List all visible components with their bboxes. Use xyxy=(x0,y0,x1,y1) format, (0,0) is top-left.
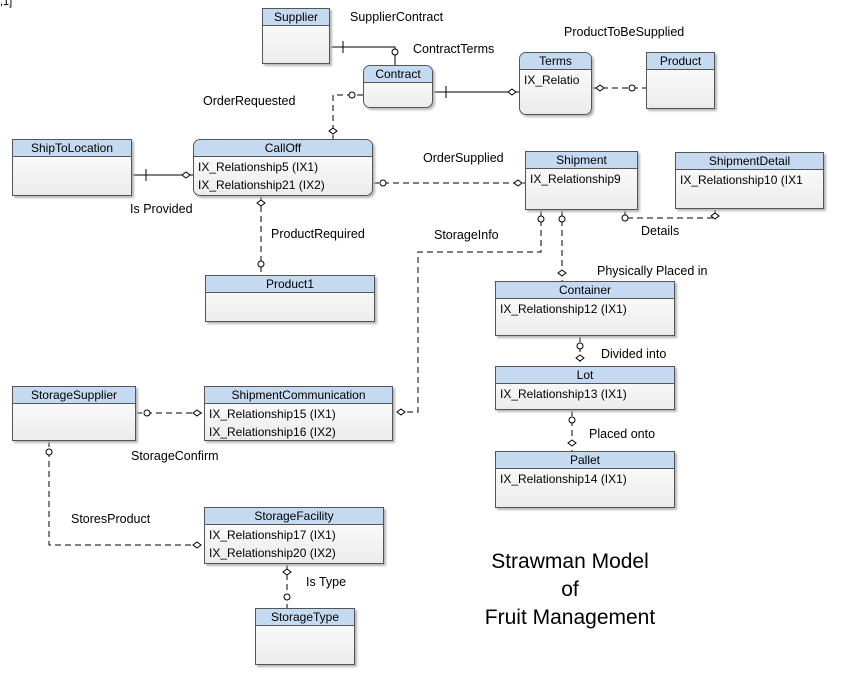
entity-pallet[interactable]: Pallet IX_Relationship14 (IX1) xyxy=(495,451,675,508)
entity-lot-name: Lot xyxy=(496,367,674,384)
entity-shipmentcommunication-index-2: IX_Relationship16 (IX2) xyxy=(209,425,336,439)
dot-container-lot xyxy=(576,342,584,350)
corner-fragment-text: ,1] xyxy=(0,0,13,8)
entity-shipment[interactable]: Shipment IX_Relationship9 xyxy=(525,151,638,210)
dot-terms-product xyxy=(628,84,636,92)
dot-calloff-shipment xyxy=(379,179,387,187)
entity-shipmentdetail-name: ShipmentDetail xyxy=(676,153,823,170)
diamond-storagesupplier-shipmentcommunication xyxy=(192,409,202,417)
diamond-lot-pallet xyxy=(567,439,577,447)
dot-storagesupplier-shipmentcommunication xyxy=(143,409,151,417)
dot-storagesupplier-storagefacility xyxy=(45,448,53,456)
entity-terms[interactable]: Terms IX_Relatio xyxy=(519,52,592,115)
entity-shipment-name: Shipment xyxy=(526,152,637,169)
dot-shipment-shipmentdetail xyxy=(621,214,629,222)
entity-storagetype-name: StorageType xyxy=(256,609,354,626)
entity-storagesupplier-name: StorageSupplier xyxy=(13,387,135,404)
dot-supplier-contract xyxy=(391,48,399,56)
entity-contract-name: Contract xyxy=(364,66,432,83)
dot-contract-calloff xyxy=(348,91,356,99)
rel-label-storage-confirm: StorageConfirm xyxy=(131,449,219,463)
entity-shipmentcommunication-index-1: IX_Relationship15 (IX1) xyxy=(209,407,336,421)
entity-pallet-name: Pallet xyxy=(496,452,674,469)
diamond-calloff-product1 xyxy=(256,199,266,207)
rel-label-order-supplied: OrderSupplied xyxy=(423,151,504,165)
entity-lot[interactable]: Lot IX_Relationship13 (IX1) xyxy=(495,366,675,410)
diagram-title-line-3: Fruit Management xyxy=(484,606,656,629)
entity-container-name: Container xyxy=(496,282,674,299)
diamond-contract-calloff xyxy=(328,127,338,135)
entity-container[interactable]: Container IX_Relationship12 (IX1) xyxy=(495,281,675,336)
diamond-shipment-shipmentcommunication xyxy=(396,408,406,416)
diamond-storagesupplier-storagefacility xyxy=(192,541,202,549)
entity-calloff[interactable]: CallOff IX_Relationship5 (IX1) IX_Relati… xyxy=(193,139,373,196)
entity-storagesupplier[interactable]: StorageSupplier xyxy=(12,386,136,441)
diamond-container-lot xyxy=(575,354,585,362)
entity-supplier[interactable]: Supplier xyxy=(262,8,330,64)
line-contract-calloff xyxy=(332,94,363,139)
entity-contract[interactable]: Contract xyxy=(363,65,433,108)
rel-label-product-required: ProductRequired xyxy=(271,227,365,241)
entity-container-index-1: IX_Relationship12 (IX1) xyxy=(500,302,627,316)
diagram-title-line-2: of xyxy=(561,578,579,601)
diamond-shiptolocation-calloff xyxy=(181,171,191,179)
line-supplier-contract xyxy=(330,46,396,65)
dot-shipment-container xyxy=(558,215,566,223)
rel-label-order-requested: OrderRequested xyxy=(203,94,296,108)
entity-storagetype[interactable]: StorageType xyxy=(255,608,355,665)
entity-calloff-index-2: IX_Relationship21 (IX2) xyxy=(198,178,325,192)
dot-calloff-product1 xyxy=(257,260,265,268)
entity-product1[interactable]: Product1 xyxy=(205,275,375,322)
diagram-title: Strawman Model of Fruit Management xyxy=(440,548,700,632)
diamond-shipment-container xyxy=(557,269,567,277)
entity-shipmentdetail-index-1: IX_Relationship10 (IX1 xyxy=(680,173,803,187)
entity-lot-index-1: IX_Relationship13 (IX1) xyxy=(500,387,627,401)
entity-product1-name: Product1 xyxy=(206,276,374,293)
diagram-title-line-1: Strawman Model xyxy=(491,550,649,573)
rel-label-divided-into: Divided into xyxy=(601,347,667,361)
entity-storagefacility-index-2: IX_Relationship20 (IX2) xyxy=(209,546,336,560)
dot-shipment-shipmentcommunication xyxy=(537,215,545,223)
entity-storagefacility-name: StorageFacility xyxy=(205,508,383,525)
entity-storagefacility-index-1: IX_Relationship17 (IX1) xyxy=(209,528,336,542)
entity-shipmentdetail[interactable]: ShipmentDetail IX_Relationship10 (IX1 xyxy=(675,152,824,209)
line-shipment-shipmentdetail xyxy=(624,209,716,219)
dot-storagefacility-storagetype xyxy=(283,593,291,601)
entity-shipment-index-1: IX_Relationship9 xyxy=(530,172,621,186)
rel-label-placed-onto: Placed onto xyxy=(589,427,656,441)
rel-label-details: Details xyxy=(641,224,680,238)
rel-label-product-to-be-supplied: ProductToBeSupplied xyxy=(564,25,685,39)
entity-shipmentcommunication-name: ShipmentCommunication xyxy=(205,387,392,404)
diamond-calloff-shipment xyxy=(513,179,523,187)
diamond-contract-terms xyxy=(507,88,517,96)
entity-product[interactable]: Product xyxy=(646,52,715,109)
entity-terms-index-1: IX_Relatio xyxy=(524,73,580,87)
rel-label-supplier-contract: SupplierContract xyxy=(350,10,444,24)
entity-shiptolocation[interactable]: ShipToLocation xyxy=(12,139,132,196)
diamond-shipment-shipmentdetail xyxy=(710,212,720,220)
entity-storagefacility[interactable]: StorageFacility IX_Relationship17 (IX1) … xyxy=(204,507,384,564)
rel-label-storage-info: StorageInfo xyxy=(434,228,499,242)
rel-label-physically-placed-in: Physically Placed in xyxy=(597,264,708,278)
entity-calloff-index-1: IX_Relationship5 (IX1) xyxy=(198,160,319,174)
entity-supplier-name: Supplier xyxy=(263,9,329,26)
dot-lot-pallet xyxy=(568,416,576,424)
entity-calloff-name: CallOff xyxy=(194,140,372,157)
rel-label-is-type: Is Type xyxy=(306,575,347,589)
rel-label-contract-terms: ContractTerms xyxy=(413,42,495,56)
diamond-terms-product xyxy=(595,84,605,92)
entity-terms-name: Terms xyxy=(520,53,591,70)
entity-product-name: Product xyxy=(647,53,714,70)
entity-shiptolocation-name: ShipToLocation xyxy=(13,140,131,157)
entity-pallet-index-1: IX_Relationship14 (IX1) xyxy=(500,472,627,486)
rel-label-stores-product: StoresProduct xyxy=(71,512,151,526)
diamond-storagefacility-storagetype xyxy=(282,568,292,576)
rel-label-is-provided: Is Provided xyxy=(130,202,193,216)
entity-shipmentcommunication[interactable]: ShipmentCommunication IX_Relationship15 … xyxy=(204,386,393,441)
